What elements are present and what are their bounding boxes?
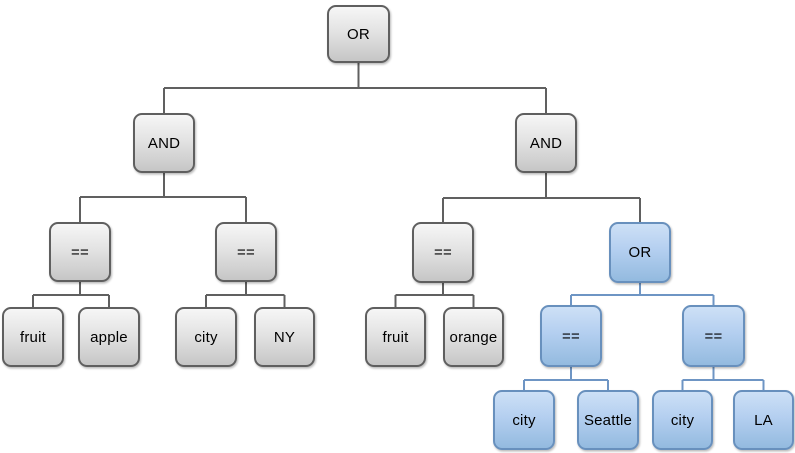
tree-node-orange: orange [443, 307, 504, 367]
edge-or-root [163, 63, 547, 113]
node-label: == [237, 243, 255, 261]
tree-node-eq-1: == [49, 222, 111, 282]
tree-node-city-1: city [175, 307, 237, 367]
tree-node-fruit-2: fruit [365, 307, 426, 367]
edge-eq-blue-1 [523, 367, 609, 390]
tree-node-eq-3: == [412, 222, 474, 283]
edge-and-right [442, 173, 641, 222]
node-label: Seattle [583, 411, 633, 429]
node-label: fruit [382, 328, 409, 346]
edge-eq-blue-2 [681, 367, 765, 390]
edge-eq-2 [205, 282, 286, 307]
node-label: city [670, 411, 695, 429]
tree-node-ny: NY [254, 307, 315, 367]
tree-node-fruit-1: fruit [2, 307, 64, 367]
tree-node-city-blue-1: city [493, 390, 555, 450]
node-label: OR [628, 244, 652, 261]
edge-or-blue [570, 283, 715, 305]
node-label: AND [147, 134, 181, 152]
node-label: city [512, 411, 536, 429]
tree-node-or-root: OR [327, 5, 390, 63]
node-label: OR [347, 25, 370, 43]
edge-eq-1 [32, 282, 110, 307]
tree-node-or-blue: OR [609, 222, 671, 283]
node-label: == [562, 327, 580, 345]
edge-and-left [79, 173, 247, 222]
node-label: city [194, 328, 218, 346]
tree-node-eq-blue-1: == [540, 305, 602, 367]
tree-node-and-left: AND [133, 113, 195, 173]
node-label: NY [273, 328, 296, 346]
edge-eq-3 [394, 283, 475, 307]
tree-node-city-blue-2: city [652, 390, 713, 450]
node-label: apple [90, 328, 128, 346]
tree-node-seattle: Seattle [577, 390, 639, 450]
tree-node-and-right: AND [515, 113, 577, 173]
tree-node-eq-blue-2: == [682, 305, 745, 367]
node-label: fruit [19, 328, 46, 346]
tree-node-apple: apple [78, 307, 140, 367]
tree-node-eq-2: == [215, 222, 277, 282]
tree-node-la: LA [733, 390, 794, 450]
node-label: == [71, 243, 89, 261]
node-label: AND [529, 134, 563, 152]
node-label: orange [449, 328, 498, 346]
node-label: == [434, 244, 452, 261]
node-label: == [704, 327, 723, 345]
node-label: LA [754, 411, 773, 429]
